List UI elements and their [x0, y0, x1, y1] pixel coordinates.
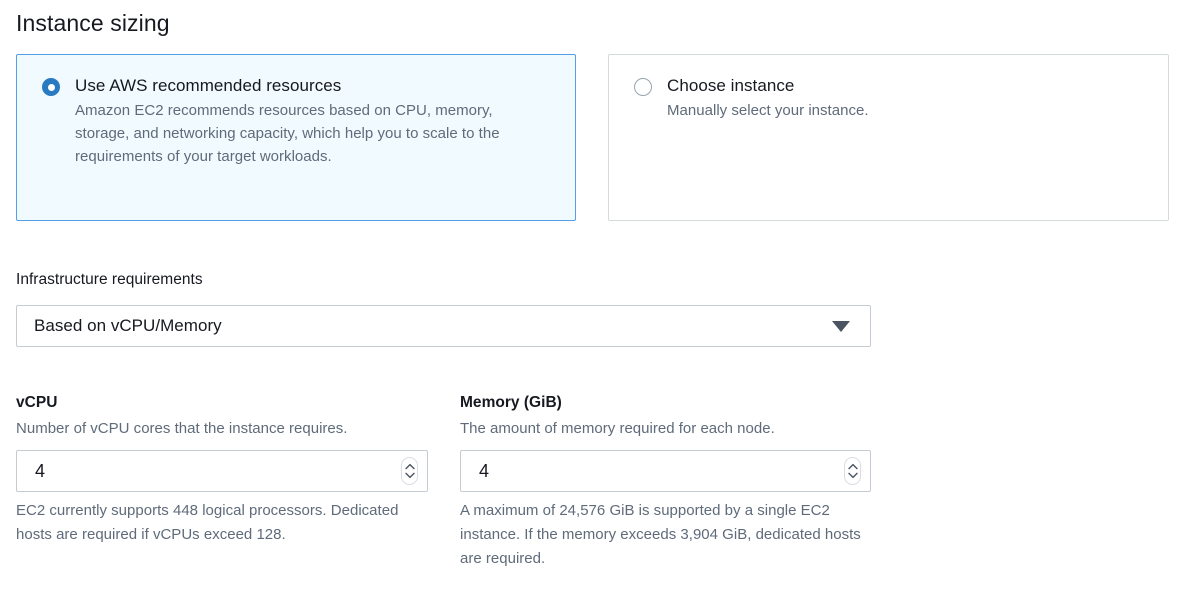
sizing-option-use-aws-recommended-resources[interactable]: Use AWS recommended resources Amazon EC2… — [16, 54, 576, 221]
memory-input-value: 4 — [479, 461, 490, 481]
sizing-option-choose-instance[interactable]: Choose instance Manually select your ins… — [608, 54, 1169, 221]
vcpu-description: Number of vCPU cores that the instance r… — [16, 420, 348, 437]
stepper-down-icon[interactable] — [847, 472, 858, 479]
page-title: Instance sizing — [16, 10, 170, 36]
memory-help-text: A maximum of 24,576 GiB is supported by … — [460, 502, 861, 567]
vcpu-input-value: 4 — [35, 461, 46, 481]
radio-row[interactable]: Choose instance Manually select your ins… — [627, 75, 1154, 122]
radio-selected-icon[interactable] — [42, 78, 60, 96]
vcpu-label: vCPU — [16, 394, 58, 411]
tile-content: Use AWS recommended resources Amazon EC2… — [35, 75, 561, 168]
radio-row[interactable]: Use AWS recommended resources Amazon EC2… — [35, 75, 561, 168]
memory-stepper[interactable] — [844, 457, 861, 485]
infrastructure-requirements-label: Infrastructure requirements — [16, 271, 203, 288]
vcpu-field-group: vCPU Number of vCPU cores that the insta… — [16, 393, 428, 547]
memory-label: Memory (GiB) — [460, 394, 562, 411]
vcpu-input[interactable]: 4 — [16, 450, 428, 492]
stepper-up-icon[interactable] — [404, 463, 415, 470]
chevron-down-icon[interactable] — [832, 321, 850, 332]
memory-description: The amount of memory required for each n… — [460, 420, 775, 437]
sizing-option-description: Amazon EC2 recommends resources based on… — [75, 102, 500, 165]
tile-content: Choose instance Manually select your ins… — [627, 75, 1154, 122]
memory-field-group: Memory (GiB) The amount of memory requir… — [460, 393, 871, 571]
stepper-down-icon[interactable] — [404, 472, 415, 479]
vcpu-help-text: EC2 currently supports 448 logical proce… — [16, 502, 399, 543]
sizing-option-label: Choose instance — [667, 76, 795, 95]
vcpu-stepper[interactable] — [401, 457, 418, 485]
infrastructure-requirements-select[interactable]: Based on vCPU/Memory — [16, 305, 871, 347]
stepper-up-icon[interactable] — [847, 463, 858, 470]
sizing-option-label: Use AWS recommended resources — [75, 76, 342, 95]
infrastructure-requirements-value: Based on vCPU/Memory — [34, 316, 222, 335]
radio-unselected-icon[interactable] — [634, 78, 652, 96]
memory-input[interactable]: 4 — [460, 450, 871, 492]
sizing-option-description: Manually select your instance. — [667, 102, 869, 119]
